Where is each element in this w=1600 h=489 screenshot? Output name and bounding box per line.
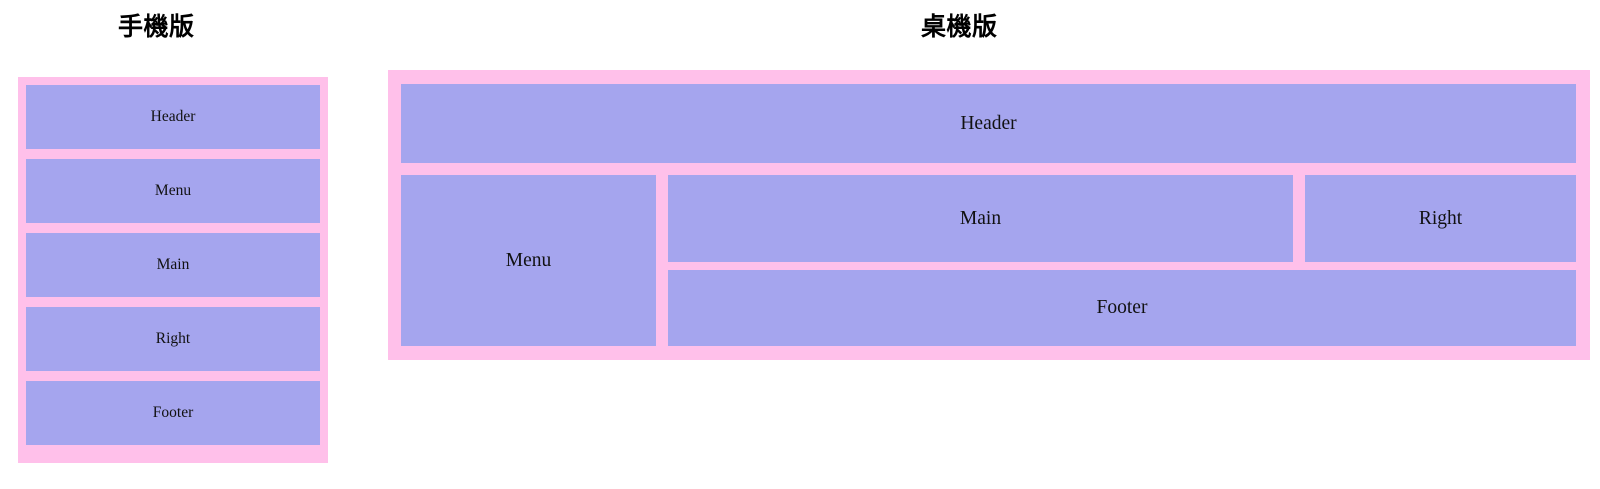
desktop-block-main: Main <box>668 175 1293 262</box>
mobile-block-right: Right <box>26 307 320 371</box>
desktop-layout-heading: 桌機版 <box>921 12 998 41</box>
desktop-layout-diagram: Header Menu Main Right Footer <box>388 70 1590 360</box>
desktop-block-menu: Menu <box>401 175 656 346</box>
mobile-block-menu: Menu <box>26 159 320 223</box>
desktop-block-footer: Footer <box>668 270 1576 346</box>
mobile-layout-heading: 手機版 <box>118 12 195 41</box>
mobile-block-footer: Footer <box>26 381 320 445</box>
mobile-layout-diagram: Header Menu Main Right Footer <box>18 77 328 463</box>
mobile-block-main: Main <box>26 233 320 297</box>
desktop-block-right: Right <box>1305 175 1576 262</box>
mobile-block-header: Header <box>26 85 320 149</box>
desktop-block-header: Header <box>401 84 1576 163</box>
